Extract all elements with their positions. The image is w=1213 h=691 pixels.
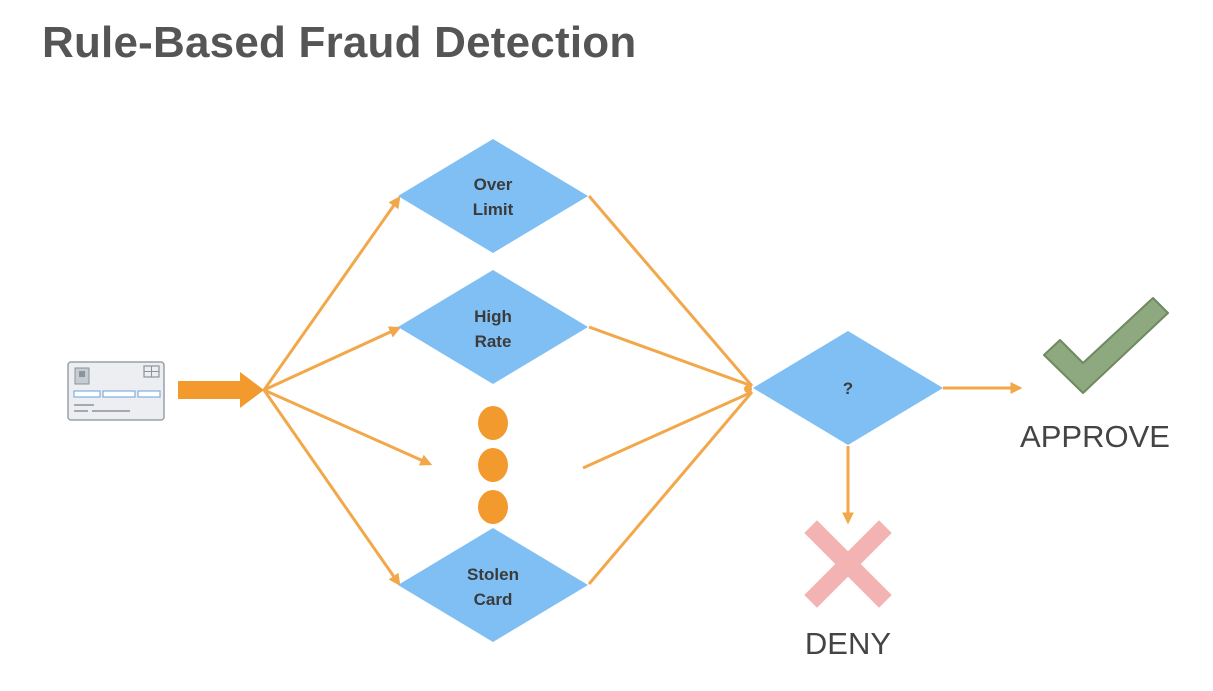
decision-node: ? xyxy=(753,331,943,445)
rule-high-rate-line1: High xyxy=(474,307,512,326)
x-cross-icon xyxy=(804,520,892,608)
ellipsis-dot xyxy=(478,406,508,440)
rule-stolen-card-line2: Card xyxy=(474,590,513,609)
arrow-to-over-limit xyxy=(262,196,401,391)
ellipsis-dot xyxy=(478,448,508,482)
arrow-to-stolen-card xyxy=(262,389,401,586)
credit-card-icon xyxy=(67,361,165,421)
arrow-from-over-limit xyxy=(587,195,754,387)
rule-high-rate-line2: Rate xyxy=(475,332,512,351)
connector-lines xyxy=(262,195,1023,586)
rule-over-limit: Over Limit xyxy=(398,139,588,253)
ellipsis-dot xyxy=(478,490,508,524)
arrow-from-high-rate xyxy=(588,325,753,388)
rule-high-rate: High Rate xyxy=(398,270,588,384)
page-title: Rule-Based Fraud Detection xyxy=(42,18,637,67)
decision-label: ? xyxy=(843,379,853,398)
arrow-to-high-rate xyxy=(263,326,402,392)
rule-over-limit-line2: Limit xyxy=(473,200,514,219)
arrow-to-more-rules xyxy=(263,388,433,466)
input-arrow xyxy=(178,372,264,408)
rule-stolen-card-line1: Stolen xyxy=(467,565,519,584)
arrow-from-stolen-card xyxy=(587,391,754,585)
rule-stolen-card: Stolen Card xyxy=(398,528,588,642)
rule-over-limit-line1: Over xyxy=(474,175,513,194)
checkmark-icon xyxy=(1043,297,1169,394)
deny-label: DENY xyxy=(805,626,891,661)
arrow-from-more-rules xyxy=(582,390,753,470)
merge-point xyxy=(744,385,752,393)
approve-label: APPROVE xyxy=(1020,419,1170,454)
more-rules-ellipsis xyxy=(478,406,508,524)
